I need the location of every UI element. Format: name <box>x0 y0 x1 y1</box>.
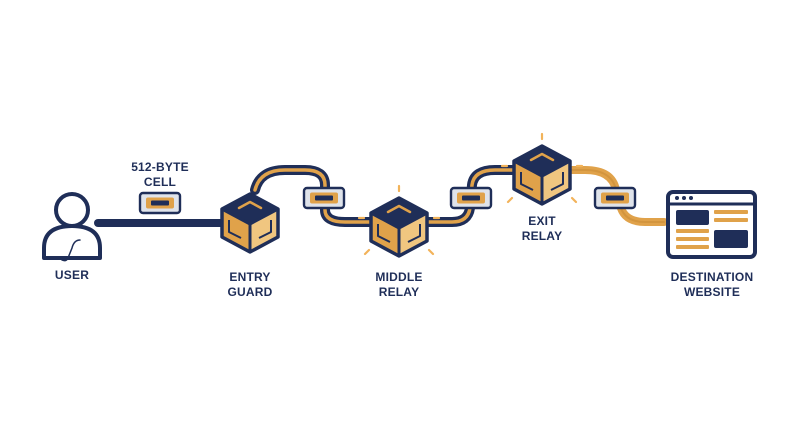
data-cell-icon <box>138 191 182 215</box>
exit-relay-label-line1: EXIT <box>528 214 556 228</box>
exit-relay-label: EXIT RELAY <box>502 214 582 244</box>
entry-guard-label: ENTRY GUARD <box>210 270 290 300</box>
destination-website-label: DESTINATION WEBSITE <box>662 270 762 300</box>
browser-window-icon <box>666 190 757 259</box>
data-cell-icon <box>449 186 493 210</box>
cell-label-line2: CELL <box>143 175 177 189</box>
middle-relay-label-line1: MIDDLE <box>375 270 423 284</box>
middle-relay-label: MIDDLE RELAY <box>359 270 439 300</box>
user-icon <box>42 192 102 262</box>
entry-guard-label-line2: GUARD <box>227 285 273 299</box>
data-cell-icon <box>593 186 637 210</box>
middle-relay-icon <box>357 184 441 258</box>
cell-label: 512-BYTE CELL <box>125 160 195 190</box>
entry-guard-label-line1: ENTRY <box>229 270 271 284</box>
exit-relay-icon <box>500 132 584 206</box>
wire-entry-to-middle <box>250 165 377 227</box>
destination-website-label-line2: WEBSITE <box>683 285 741 299</box>
exit-relay-label-line2: RELAY <box>521 229 563 243</box>
middle-relay-label-line2: RELAY <box>378 285 420 299</box>
cell-label-line1: 512-BYTE <box>131 160 189 174</box>
data-cell-icon <box>302 186 346 210</box>
user-label-line1: USER <box>54 268 90 282</box>
entry-guard-relay-icon <box>220 192 280 254</box>
destination-website-label-line1: DESTINATION <box>670 270 754 284</box>
user-label: USER <box>42 268 102 283</box>
